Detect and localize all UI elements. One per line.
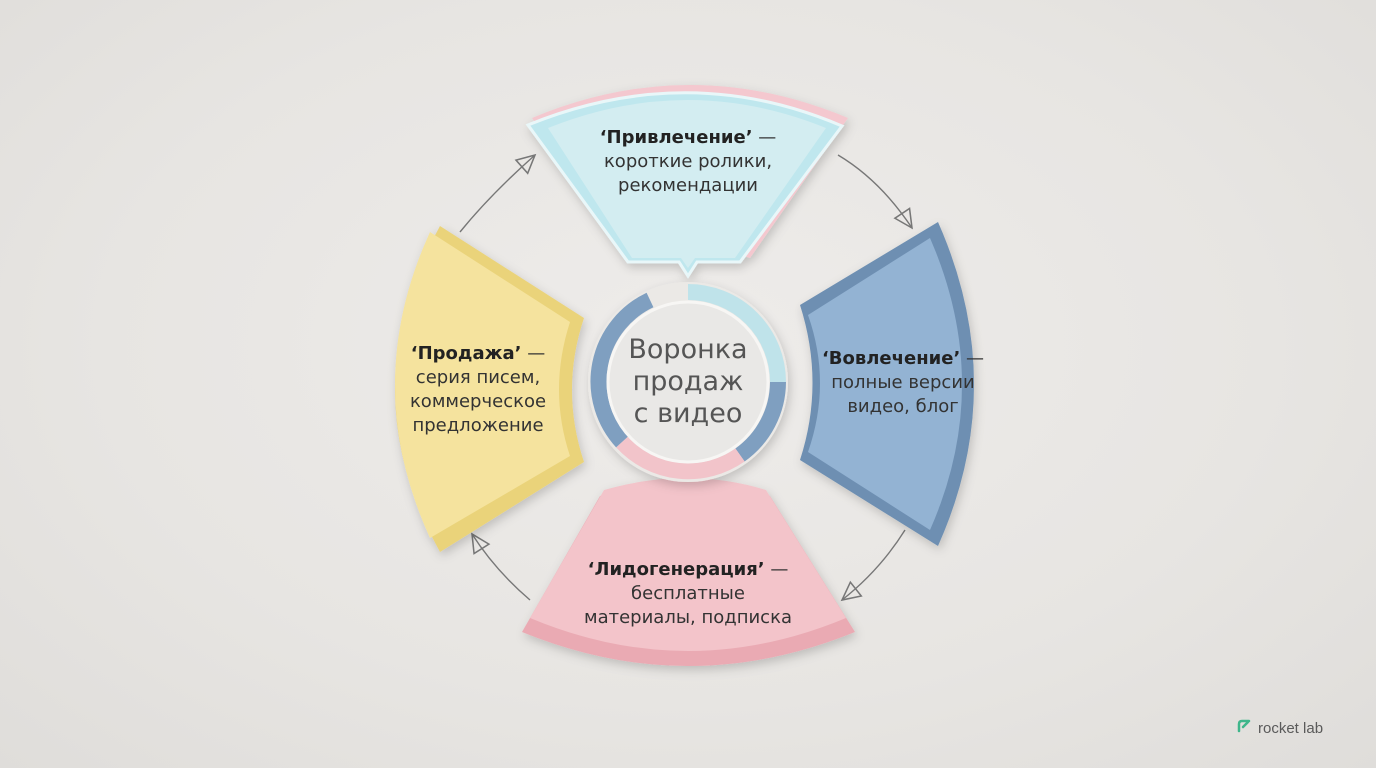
segment-sales-line2: серия писем, xyxy=(415,367,541,388)
arrow-bottom-to-left xyxy=(471,532,531,601)
segment-engagement-title: ‘Вовлечение’ xyxy=(821,348,961,369)
segment-attraction xyxy=(525,85,848,279)
arrow-top-to-right xyxy=(837,154,913,230)
segment-lead-generation-line3: материалы, подписка xyxy=(584,607,792,628)
segment-attraction-line2: короткие ролики, xyxy=(603,151,773,172)
segment-sales-title: ‘Продажа’ xyxy=(410,343,522,364)
brand-name: rocket lab xyxy=(1258,719,1324,737)
segment-engagement xyxy=(800,222,974,546)
cycle-arrows xyxy=(459,153,913,602)
rocket-lab-logo-icon xyxy=(1236,718,1252,738)
segment-lead-generation-text: ‘Лидогенерация’ — бесплатные материалы, … xyxy=(558,558,818,630)
segment-lead-generation xyxy=(522,478,855,666)
segment-engagement-text: ‘Вовлечение’ — полные версии видео, блог xyxy=(818,347,988,419)
arrow-left-to-top xyxy=(459,153,537,233)
segment-lead-generation-title: ‘Лидогенерация’ xyxy=(587,559,765,580)
center-label-line1: Воронка xyxy=(628,334,748,365)
segment-attraction-text: ‘Привлечение’ — короткие ролики, рекомен… xyxy=(568,126,808,198)
center-label-line2: продаж xyxy=(632,366,744,397)
center-hub xyxy=(588,282,788,482)
segment-sales-text: ‘Продажа’ — серия писем, коммерческое пр… xyxy=(388,342,568,438)
segment-sales xyxy=(395,226,584,552)
center-label: Воронка продаж с видео xyxy=(608,334,768,430)
segment-sales-line4: предложение xyxy=(412,415,544,436)
arrow-right-to-bottom xyxy=(840,529,906,602)
segment-attraction-title: ‘Привлечение’ xyxy=(599,127,753,148)
segment-lead-generation-line2: бесплатные xyxy=(631,583,745,604)
segment-engagement-line2: полные версии xyxy=(831,372,975,393)
brand-logo: rocket lab xyxy=(1236,718,1323,738)
center-label-line3: с видео xyxy=(633,398,743,429)
segment-attraction-line3: рекомендации xyxy=(618,175,758,196)
segment-sales-line3: коммерческое xyxy=(409,391,547,412)
segment-engagement-line3: видео, блог xyxy=(847,396,959,417)
